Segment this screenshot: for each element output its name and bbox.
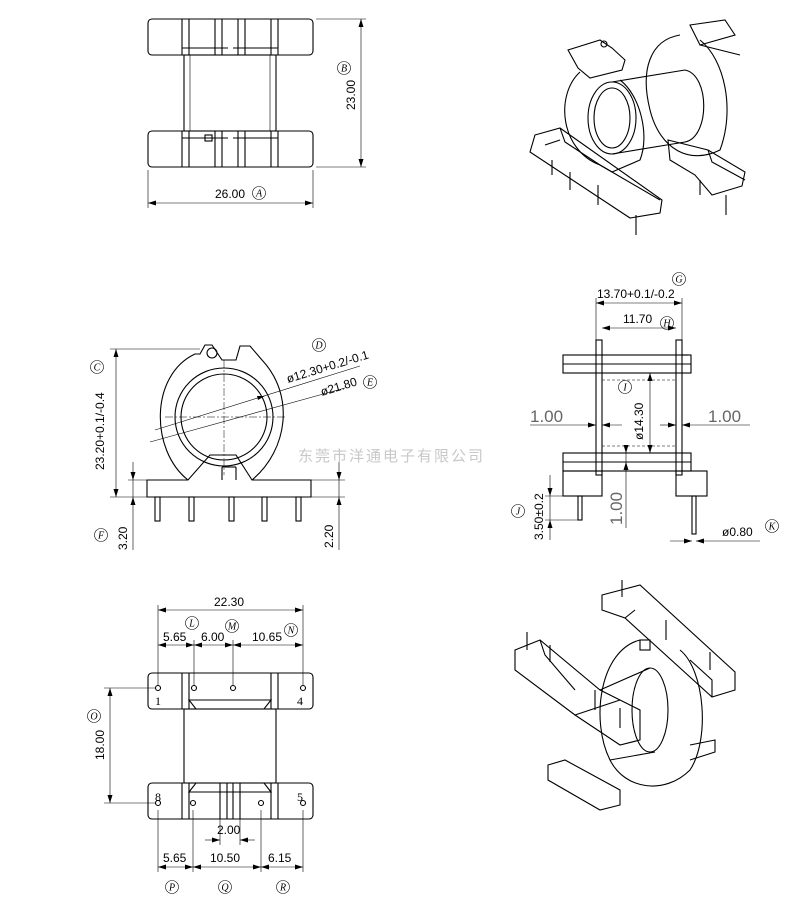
- side-pin-length-dim: 3.50±0.2: [532, 493, 546, 540]
- bottom-dim-1065: 10.65: [252, 630, 282, 644]
- side-wall-right-dim: 1.00: [708, 407, 741, 426]
- label-E: E: [366, 378, 373, 389]
- bottom-height-dim: 18.00: [93, 730, 107, 760]
- bottom-dim-600: 6.00: [201, 630, 225, 644]
- label-K: K: [768, 522, 777, 533]
- top-height-dim: 23.00: [344, 80, 358, 110]
- label-D: D: [314, 341, 323, 352]
- pin-number-5: 5: [297, 790, 303, 804]
- pin-number-8: 8: [155, 790, 161, 804]
- label-G: G: [675, 275, 682, 286]
- label-P: P: [168, 883, 175, 894]
- top-view: 26.00 A 23.00 B: [147, 18, 366, 208]
- label-F: F: [97, 531, 105, 542]
- label-O: O: [90, 712, 97, 723]
- label-R: R: [279, 883, 286, 894]
- bottom-dim-565-top: 5.65: [163, 630, 187, 644]
- side-inner-dim: 11.70: [623, 312, 652, 326]
- side-overall-dim: 13.70+0.1/-0.2: [597, 287, 675, 301]
- side-wall-left-dim: 1.00: [530, 407, 563, 426]
- iso-view-bottom-right: [514, 580, 736, 811]
- top-width-dim: 26.00: [215, 187, 245, 201]
- label-M: M: [227, 622, 237, 633]
- pin-number-4: 4: [297, 694, 303, 708]
- front-base-left-dim: 3.20: [116, 526, 130, 550]
- pin-number-1: 1: [155, 694, 161, 708]
- iso-view-top-right: [529, 19, 746, 235]
- label-B: B: [341, 64, 347, 75]
- side-wall-bottom-dim: 1.00: [607, 492, 626, 525]
- label-I: I: [622, 383, 627, 394]
- front-height-dim: 23.20+0.1/-0.4: [93, 392, 107, 470]
- label-Q: Q: [221, 883, 229, 894]
- bottom-dim-565-bottom: 5.65: [163, 851, 187, 865]
- label-L: L: [188, 619, 195, 630]
- label-J: J: [516, 507, 521, 518]
- front-view: ø12.30+0.2/-0.1 D ø21.80 E 23.20+0.1/-0.…: [90, 338, 377, 550]
- side-view: 13.70+0.1/-0.2 G 11.70 H ø14.30 I 1.00 1…: [511, 272, 779, 544]
- label-C: C: [94, 363, 101, 374]
- bottom-dim-200: 2.00: [217, 823, 241, 837]
- front-base-right-dim: 2.20: [322, 524, 336, 548]
- front-outer-dia-dim: ø21.80: [319, 374, 359, 398]
- side-pin-dia-dim: ø0.80: [722, 525, 753, 539]
- bottom-view: 1 4 8 5 22.30 5.65 L 6.00 M 10.65 N: [87, 595, 314, 894]
- bottom-dim-1050: 10.50: [210, 851, 240, 865]
- bottom-dim-615: 6.15: [268, 851, 292, 865]
- bottom-overall-dim: 22.30: [214, 595, 244, 609]
- side-core-dim: ø14.30: [632, 402, 646, 440]
- label-N: N: [287, 626, 296, 637]
- label-H: H: [662, 319, 671, 330]
- label-A: A: [255, 189, 263, 200]
- watermark: 东莞市洋通电子有限公司: [298, 447, 485, 465]
